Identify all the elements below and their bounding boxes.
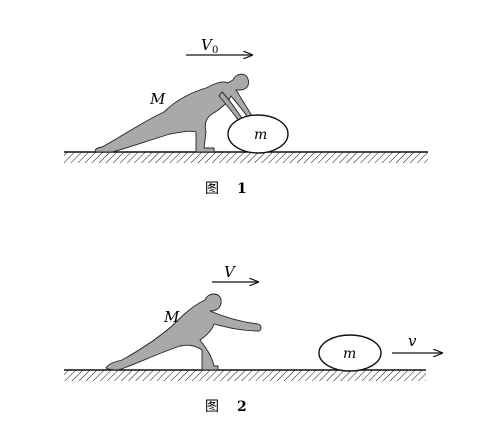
ball-label-m: m xyxy=(254,127,267,143)
person-label-m: M xyxy=(149,90,166,108)
person-pushing: M xyxy=(94,73,254,153)
velocity-symbol: V xyxy=(201,36,214,54)
caption-number: 2 xyxy=(237,399,247,415)
caption-2: 图 2 xyxy=(205,399,247,415)
ball-2: m xyxy=(318,334,382,372)
figure-1: V 0 M m 图 1 xyxy=(64,36,428,197)
ball-1: m xyxy=(227,114,289,154)
person-after-push: M xyxy=(105,293,262,371)
caption-char: 图 xyxy=(205,181,219,197)
velocity-arrow-v: v xyxy=(392,332,442,353)
figure-2: V M m v 图 2 xyxy=(64,263,442,415)
person-velocity-symbol: V xyxy=(224,263,237,281)
caption-number: 1 xyxy=(237,181,247,197)
ball-label-m: m xyxy=(343,346,356,362)
ball-velocity-symbol: v xyxy=(408,332,417,350)
velocity-arrow-v0: V 0 xyxy=(186,36,252,56)
velocity-subscript: 0 xyxy=(212,45,218,56)
caption-char: 图 xyxy=(205,399,219,415)
ground-1 xyxy=(64,151,428,163)
ground-2 xyxy=(64,369,426,381)
person-label-m: M xyxy=(163,308,180,326)
caption-1: 图 1 xyxy=(205,181,247,197)
velocity-arrow-V: V xyxy=(212,263,258,282)
